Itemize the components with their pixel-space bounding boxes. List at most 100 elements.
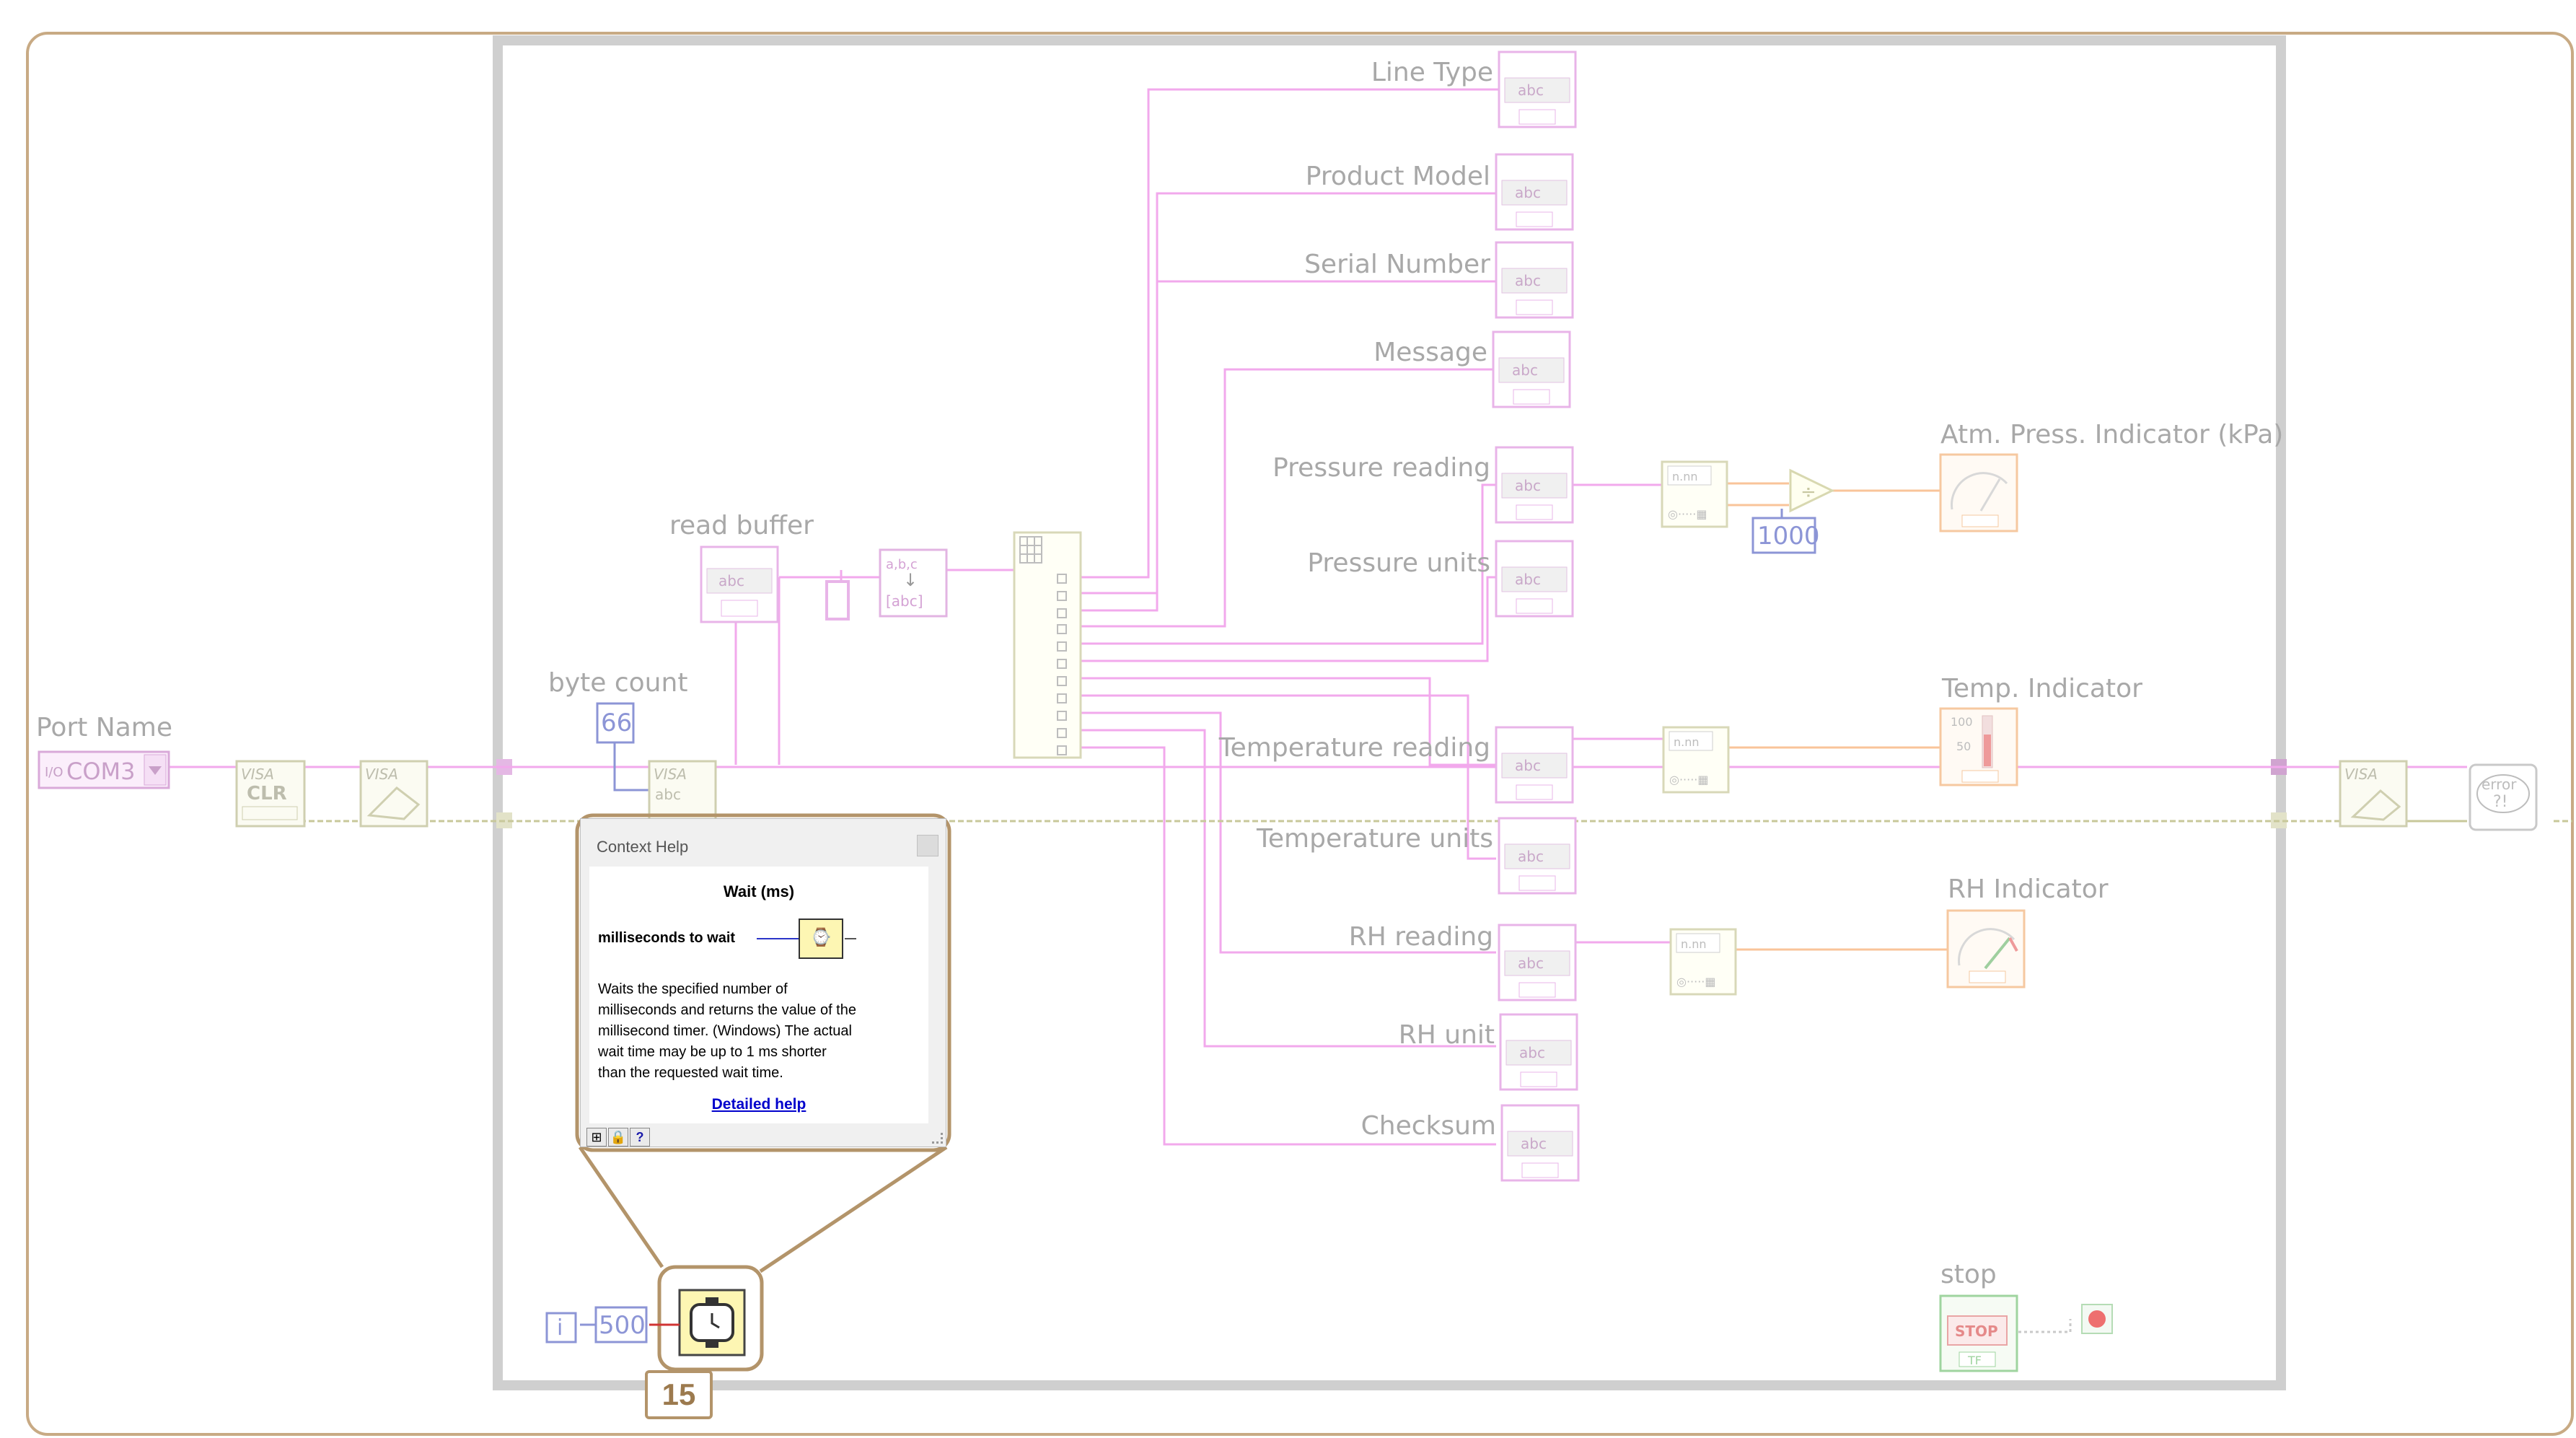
svg-text:VISA: VISA: [2344, 766, 2378, 783]
svg-text:RH reading: RH reading: [1349, 922, 1493, 952]
empty-string-constant: [825, 580, 850, 621]
string-wires: [167, 88, 2467, 1146]
svg-text:VISA: VISA: [241, 766, 274, 783]
context-help-window: Context Help Wait (ms) milliseconds to w…: [580, 818, 946, 1147]
fract-exp-string-to-number-pressure: n.nn ◎·····▦: [1661, 460, 1728, 528]
rh-gauge-label: RH Indicator: [1948, 874, 2109, 904]
read-buffer-indicator: abc: [700, 545, 779, 623]
pressure-gauge-indicator: [1939, 453, 2018, 532]
svg-text:500: 500: [599, 1311, 646, 1340]
svg-text:I/O: I/O: [45, 765, 63, 780]
svg-text:abc: abc: [1515, 184, 1541, 201]
terminal-label: milliseconds to wait: [598, 930, 736, 946]
close-icon[interactable]: [917, 835, 938, 856]
svg-text:i: i: [557, 1315, 563, 1341]
string-indicator-serial-number: Serial Number abc: [1304, 241, 1574, 319]
wait-ms-constant[interactable]: 500: [594, 1306, 648, 1343]
svg-text:1000: 1000: [1757, 522, 1820, 551]
visa-close-node[interactable]: VISA: [2339, 760, 2408, 828]
byte-count-label: byte count: [548, 668, 687, 698]
svg-text:abc: abc: [1521, 1135, 1547, 1152]
string-indicator-rh-unit: RH unit abc: [1399, 1013, 1578, 1091]
svg-text:abc: abc: [1518, 955, 1544, 972]
divide-node: ÷: [1789, 468, 1835, 513]
svg-text:CLR: CLR: [247, 783, 287, 805]
svg-text:abc: abc: [1518, 848, 1544, 865]
string-indicator-line-type: Line Type abc: [1371, 51, 1577, 128]
callout-pointer: [578, 1145, 948, 1273]
svg-text:Temperature reading: Temperature reading: [1218, 733, 1490, 763]
simple-error-handler-node[interactable]: error ?!: [2469, 763, 2538, 831]
svg-text:Message: Message: [1373, 338, 1487, 367]
wait-ms-node[interactable]: [678, 1289, 746, 1356]
detailed-help-link[interactable]: Detailed help: [711, 1096, 806, 1113]
svg-text:66: 66: [601, 709, 632, 737]
svg-text:abc: abc: [1515, 757, 1541, 774]
help-icon[interactable]: ?: [630, 1128, 650, 1147]
svg-text:abc: abc: [1512, 361, 1538, 379]
svg-text:?!: ?!: [2493, 793, 2508, 811]
string-indicator-temperature-reading: Temperature reading abc: [1218, 726, 1574, 804]
byte-count-constant[interactable]: 66: [596, 702, 635, 744]
svg-text:abc: abc: [655, 786, 681, 803]
string-indicator-product-model: Product Model abc: [1306, 153, 1574, 231]
svg-text:Line Type: Line Type: [1371, 58, 1493, 87]
stop-wire: [2013, 1319, 2072, 1333]
iteration-terminal: i: [545, 1312, 577, 1343]
svg-text:Serial Number: Serial Number: [1304, 250, 1490, 279]
resize-grip[interactable]: [932, 1133, 943, 1144]
string-indicator-rh-reading: RH reading abc: [1349, 922, 1577, 1001]
svg-text:RH unit: RH unit: [1399, 1020, 1495, 1050]
svg-text:↓: ↓: [903, 570, 918, 590]
stop-label: stop: [1940, 1260, 1997, 1289]
rh-gauge-indicator: [1946, 909, 2026, 988]
svg-text:◎·····▦: ◎·····▦: [1676, 975, 1716, 988]
svg-text:abc: abc: [1518, 82, 1544, 99]
fract-exp-string-to-number-temperature: n.nn ◎·····▦: [1662, 726, 1730, 794]
temperature-gauge-indicator: 100 50: [1939, 707, 2018, 786]
svg-text:n.nn: n.nn: [1674, 735, 1700, 749]
port-name-label: Port Name: [36, 713, 172, 742]
svg-text:VISA: VISA: [365, 766, 398, 783]
callout-number-badge: 15: [645, 1370, 713, 1419]
fract-exp-string-to-number-rh: n.nn ◎·····▦: [1669, 928, 1737, 996]
string-indicator-temperature-units: Temperature units abc: [1256, 817, 1577, 895]
svg-text:100: 100: [1951, 715, 1973, 729]
string-indicator-pressure-reading: Pressure reading abc: [1272, 446, 1574, 524]
svg-text:TF: TF: [1967, 1354, 1982, 1367]
visa-configure-node[interactable]: VISA: [359, 760, 428, 828]
svg-text:◎·····▦: ◎·····▦: [1668, 507, 1707, 521]
port-name-value: COM3: [66, 758, 136, 785]
context-help-body: Wait (ms) milliseconds to wait ⌚ Waits t…: [589, 867, 928, 1123]
read-buffer-label: read buffer: [669, 511, 814, 540]
while-loop-border: [493, 35, 2286, 1390]
visa-clear-node[interactable]: VISA CLR: [235, 760, 306, 828]
function-description: Waits the specified number of millisecon…: [598, 981, 856, 1081]
callout-frame: [575, 813, 951, 1152]
port-name-control[interactable]: I/O COM3: [38, 750, 170, 789]
temperature-gauge-label: Temp. Indicator: [1941, 674, 2142, 703]
show-optional-terminals-icon[interactable]: ⊞: [586, 1128, 607, 1147]
svg-text:Product Model: Product Model: [1306, 162, 1490, 191]
svg-text:abc: abc: [1515, 272, 1541, 289]
outer-frame: [26, 32, 2574, 1436]
svg-text:÷: ÷: [1801, 481, 1816, 503]
lock-icon[interactable]: 🔒: [608, 1128, 628, 1147]
stop-button-control[interactable]: STOP TF: [1939, 1294, 2018, 1372]
string-indicator-checksum: Checksum abc: [1361, 1104, 1580, 1182]
index-array-node: [1013, 531, 1082, 759]
terminal-connector: [757, 938, 799, 939]
pressure-gauge-label: Atm. Press. Indicator (kPa): [1940, 420, 2283, 450]
svg-text:◎·····▦: ◎·····▦: [1669, 773, 1709, 786]
watch-icon: ⌚: [799, 919, 843, 959]
svg-text:n.nn: n.nn: [1672, 470, 1698, 483]
svg-text:STOP: STOP: [1955, 1323, 1998, 1340]
loop-condition-terminal: [2081, 1304, 2113, 1334]
svg-text:Pressure units: Pressure units: [1307, 548, 1490, 578]
svg-text:error: error: [2482, 776, 2517, 793]
svg-text:[abc]: [abc]: [886, 592, 923, 610]
divide-constant[interactable]: 1000: [1751, 517, 1820, 554]
string-indicator-message: Message abc: [1373, 330, 1571, 408]
svg-text:abc: abc: [1515, 571, 1541, 588]
svg-text:VISA: VISA: [654, 766, 687, 783]
